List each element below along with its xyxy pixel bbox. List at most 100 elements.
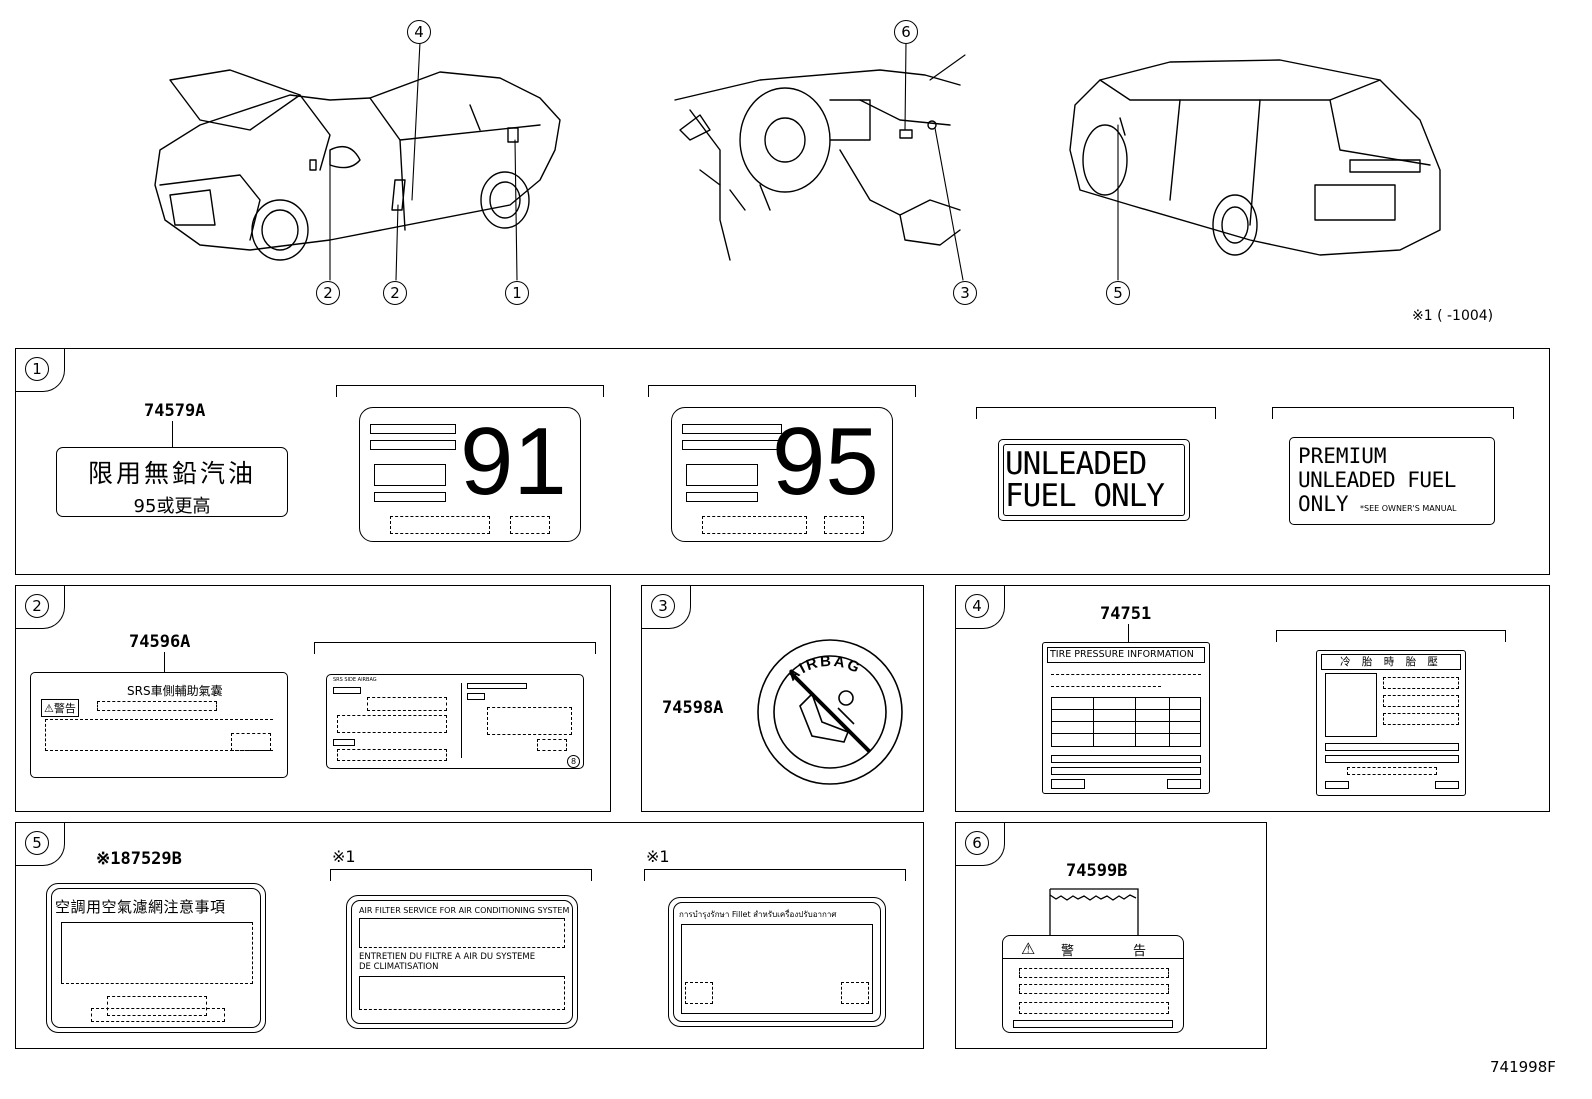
panel-4: 4 74751 TIRE PRESSURE INFORMATION 冷 胎 時 … (955, 585, 1550, 812)
interior-dashboard-view (674, 41, 966, 281)
dashed-box (685, 982, 713, 1004)
bracket-91 (336, 385, 604, 397)
circle-mark: 8 (567, 755, 580, 768)
dashed-line (1051, 669, 1201, 675)
figure-id: 741998F (1490, 1058, 1556, 1076)
fuel-label-line1: 限用無鉛汽油 (87, 459, 256, 488)
tag (467, 693, 485, 700)
fuel-label-chinese[interactable]: 限用無鉛汽油 95或更高 (56, 447, 288, 517)
box (1167, 779, 1201, 789)
leader-line (164, 652, 165, 672)
box-pair (374, 464, 446, 486)
warning-label-74599B[interactable]: ⚠ 警 告 (1002, 935, 1184, 1033)
vehicle-illustrations (154, 41, 1441, 281)
fuel-label-line2: 95或更高 (133, 496, 211, 517)
octane-95-label[interactable]: 95 (671, 407, 893, 542)
airbag-warning-sticker[interactable]: AIRBAG (754, 636, 906, 788)
bar (370, 424, 456, 434)
inner-frame (673, 902, 881, 1022)
bracket-unleaded (976, 407, 1216, 419)
panel-4-tab (955, 585, 1005, 629)
box (1051, 779, 1085, 789)
premium-line1: PREMIUM (1298, 444, 1387, 468)
dashed-box (510, 516, 550, 534)
panel-4-number: 4 (965, 594, 989, 618)
cold-tire-pressure-label[interactable]: 冷 胎 時 胎 壓 (1316, 650, 1466, 796)
bracket-cold-tire (1276, 630, 1506, 642)
bar (374, 492, 446, 502)
panel-3: 3 74598A AIRBAG (641, 585, 924, 812)
bar (1325, 743, 1459, 751)
airbag-text: AIRBAG (784, 653, 864, 685)
octane-95-number: 95 (772, 408, 879, 515)
ac-filter-label-chinese[interactable]: 空調用空氣濾網注意事項 (46, 883, 266, 1033)
bracket-srs-en (314, 642, 596, 654)
panel-6-number: 6 (965, 831, 989, 855)
octane-91-label[interactable]: 91 (359, 407, 581, 542)
srs-side-airbag-label-chinese[interactable]: SRS車側輔助氣囊 ⚠警告 (30, 672, 288, 778)
part-number-74598A: 74598A (662, 698, 724, 718)
bar (686, 492, 758, 502)
callout-6[interactable]: 6 (894, 20, 918, 44)
bar (1051, 755, 1201, 763)
dashed-block (337, 715, 447, 733)
premium-line2: UNLEADED FUEL (1298, 468, 1456, 492)
bar (682, 440, 782, 450)
part-number-87529B: ※187529B (96, 849, 182, 869)
box (1325, 781, 1349, 789)
dashed-box (824, 516, 864, 534)
ac-filter-label-en-fr[interactable]: AIR FILTER SERVICE FOR AIR CONDITIONING … (346, 895, 578, 1029)
dashed-box (91, 1008, 225, 1022)
unleaded-fuel-only-label[interactable]: UNLEADED FUEL ONLY (998, 439, 1190, 521)
premium-note: *SEE OWNER'S MANUAL (1360, 504, 1457, 513)
ac-filter-fr-line2: DE CLIMATISATION (359, 962, 439, 972)
callout-4[interactable]: 4 (407, 20, 431, 44)
dashed-line (1051, 681, 1161, 687)
inner-frame (351, 900, 573, 1024)
text-block (359, 918, 565, 948)
inner-frame (51, 888, 261, 1028)
callout-5[interactable]: 5 (1106, 281, 1130, 305)
callout-2b[interactable]: 2 (383, 281, 407, 305)
panel-3-tab (641, 585, 691, 629)
cold-tire-title: 冷 胎 時 胎 壓 (1321, 654, 1461, 670)
srs-side-airbag-label-english[interactable]: SRS SIDE AIRBAG 8 (326, 674, 584, 769)
panel-2: 2 74596A SRS車側輔助氣囊 ⚠警告 SRS SIDE AIRBAG 8 (15, 585, 611, 812)
panel-2-number: 2 (25, 594, 49, 618)
dashed-box (1019, 1002, 1169, 1014)
dashed-block (45, 719, 273, 751)
panel-1: 1 74579A 限用無鉛汽油 95或更高 91 95 UNLEADED FUE… (15, 348, 1550, 575)
dashed-box (1019, 968, 1169, 978)
bar (370, 440, 456, 450)
panel-6-tab (955, 822, 1005, 866)
mark-1b: ※1 (646, 847, 670, 866)
tire-pressure-title: TIRE PRESSURE INFORMATION (1047, 647, 1205, 663)
dashed-box (1383, 713, 1459, 725)
car-rear-view (1069, 59, 1441, 281)
dashed-box (1383, 677, 1459, 689)
bracket-premium (1272, 407, 1514, 419)
table-row (1051, 733, 1201, 734)
panel-3-number: 3 (651, 594, 675, 618)
callout-1[interactable]: 1 (505, 281, 529, 305)
leader-line (172, 421, 173, 447)
octane-91-number: 91 (460, 408, 567, 515)
ac-filter-label-thai[interactable]: การบำรุงรักษา Fillet สำหรับเครื่องปรับอา… (668, 897, 886, 1027)
callout-3[interactable]: 3 (953, 281, 977, 305)
divider (461, 683, 462, 758)
dashed-box (1383, 695, 1459, 707)
panel-5-number: 5 (25, 831, 49, 855)
text-block (61, 922, 253, 984)
panel-2-tab (15, 585, 65, 629)
box-pair (686, 464, 758, 486)
dashed-box (1019, 984, 1169, 994)
bar (1051, 767, 1201, 775)
bracket-ac-en (330, 869, 592, 881)
dashed-block (487, 707, 572, 735)
bracket-ac-th (644, 869, 906, 881)
part-number-74599B: 74599B (1066, 861, 1128, 881)
premium-unleaded-label[interactable]: PREMIUM UNLEADED FUEL ONLY *SEE OWNER'S … (1289, 437, 1495, 525)
callout-2a[interactable]: 2 (316, 281, 340, 305)
tire-pressure-label[interactable]: TIRE PRESSURE INFORMATION (1042, 642, 1210, 794)
part-number-74751: 74751 (1100, 604, 1152, 624)
